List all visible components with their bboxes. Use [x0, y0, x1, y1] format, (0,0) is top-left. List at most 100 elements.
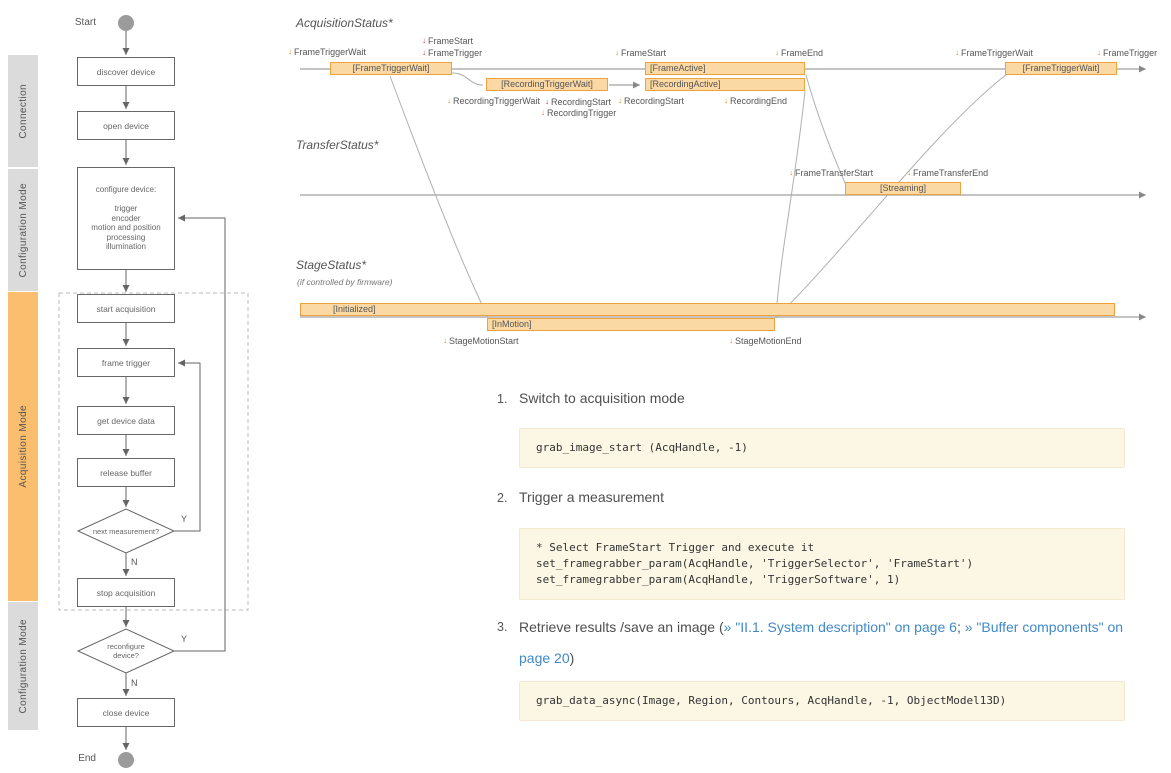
code-block-3: grab_data_async(Image, Region, Contours,…	[519, 681, 1125, 721]
event-label: RecordingEnd	[730, 96, 788, 106]
state-frame-active: [FrameActive]	[645, 62, 805, 75]
flow-node-configure-device: configure device: trigger encoder motion…	[77, 167, 175, 270]
step-text-suffix: )	[569, 650, 575, 666]
event-frame-transfer-end: ↓FrameTransferEnd	[907, 168, 988, 178]
branch-yes-label: Y	[181, 634, 188, 644]
event-label: FrameTransferStart	[795, 168, 874, 178]
flow-node-start-acquisition: start acquisition	[77, 294, 175, 323]
event-frame-start-red: ↓FrameStart	[422, 36, 473, 46]
branch-no-label: N	[131, 678, 138, 688]
step-number: 2.	[497, 491, 508, 505]
event-label: FrameEnd	[781, 48, 824, 58]
flow-node-release-buffer: release buffer	[77, 458, 175, 487]
state-initialized: [Initialized]	[300, 303, 1115, 316]
flow-node-close-device: close device	[77, 698, 175, 727]
event-marker-icon: ↓	[907, 168, 911, 177]
acquisition-status-title: AcquisitionStatus*	[296, 16, 393, 30]
event-recording-trigger-wait: ↓RecordingTriggerWait	[447, 96, 540, 106]
event-frame-trigger-red: ↓FrameTrigger	[422, 48, 482, 58]
step-number: 3.	[497, 620, 508, 634]
event-label: StageMotionStart	[449, 336, 519, 346]
phase-label: Configuration Mode	[17, 182, 29, 278]
state-frame-trigger-wait-2: [FrameTriggerWait]	[1005, 62, 1117, 75]
code-line: grab_image_start (AcqHandle, -1)	[536, 441, 748, 454]
flow-node-frame-trigger: frame trigger	[77, 348, 175, 377]
code-line: set_framegrabber_param(AcqHandle, 'Trigg…	[536, 557, 974, 570]
event-frame-start: ↓FrameStart	[615, 48, 666, 58]
step-1: 1. Switch to acquisition mode	[497, 390, 685, 406]
event-marker-icon: ↓	[775, 48, 779, 57]
event-label: FrameTriggerWait	[961, 48, 1033, 58]
flow-node-get-device-data: get device data	[77, 406, 175, 435]
event-label: RecordingTrigger	[547, 108, 617, 118]
phase-label: Connection	[17, 83, 29, 139]
start-label: Start	[74, 17, 96, 28]
event-marker-icon: ↓	[545, 97, 549, 106]
code-block-1: grab_image_start (AcqHandle, -1)	[519, 428, 1125, 468]
event-label: FrameStart	[621, 48, 667, 58]
phase-bar-connection: Connection	[8, 55, 38, 167]
step-text: Switch to acquisition mode	[519, 390, 685, 406]
acquisition-dashed-region	[58, 292, 249, 611]
event-marker-icon: ↓	[724, 96, 728, 105]
flow-node-label: release buffer	[100, 467, 152, 478]
configure-item: processing	[106, 232, 146, 242]
state-frame-trigger-wait-1: [FrameTriggerWait]	[330, 62, 452, 75]
event-label: FrameTriggerWait	[294, 47, 366, 57]
phase-label: Configuration Mode	[17, 618, 29, 714]
event-label: FrameTransferEnd	[913, 168, 989, 178]
event-recording-end: ↓RecordingEnd	[724, 96, 787, 106]
step-text: Retrieve results /save an image (» "II.1…	[519, 612, 1145, 674]
event-recording-start: ↓RecordingStart	[618, 96, 684, 106]
link-buffer-components[interactable]: » "Buffer components" on page 20	[519, 619, 1124, 666]
event-marker-icon: ↓	[422, 36, 426, 45]
stage-status-subtitle: (if controlled by firmware)	[297, 277, 393, 287]
phase-bar-acquisition-mode: Acquisition Mode	[8, 292, 38, 601]
timing-timelines	[300, 65, 1146, 321]
code-line: * Select FrameStart Trigger and execute …	[536, 541, 815, 554]
flow-node-label: discover device	[96, 66, 156, 77]
state-in-motion: [InMotion]	[487, 318, 775, 331]
event-label: StageMotionEnd	[735, 336, 802, 346]
configure-item: trigger	[114, 204, 138, 214]
event-marker-icon: ↓	[288, 47, 292, 56]
phase-bar-configuration-mode-2: Configuration Mode	[8, 602, 38, 730]
event-frame-trigger-2: ↓FrameTrigger	[1097, 48, 1157, 58]
event-marker-icon: ↓	[443, 336, 447, 345]
flow-node-label: get device data	[97, 415, 155, 426]
event-stage-motion-end: ↓StageMotionEnd	[729, 336, 802, 346]
flow-node-label: frame trigger	[101, 357, 151, 368]
phase-label: Acquisition Mode	[17, 405, 29, 488]
end-label: End	[78, 753, 96, 764]
code-line: set_framegrabber_param(AcqHandle, 'Trigg…	[536, 573, 901, 586]
event-label: RecordingStart	[551, 97, 612, 107]
stage-status-title: StageStatus*	[296, 258, 367, 272]
phase-bar-configuration-mode: Configuration Mode	[8, 169, 38, 291]
step-number: 1.	[497, 392, 508, 406]
configure-device-title: configure device:	[95, 185, 157, 195]
event-recording-start-red: ↓RecordingStart	[545, 97, 611, 107]
start-node-circle	[118, 15, 134, 31]
decision-reconfigure-device: reconfigure device?	[107, 642, 145, 660]
event-marker-icon: ↓	[422, 48, 426, 57]
link-system-description[interactable]: » "II.1. System description" on page 6	[723, 619, 957, 635]
event-marker-icon: ↓	[729, 336, 733, 345]
configure-device-content: configure device: trigger encoder motion…	[91, 185, 160, 252]
step-text-prefix: Retrieve results /save an image (	[519, 619, 724, 635]
event-marker-icon: ↓	[615, 48, 619, 57]
event-label: RecordingTriggerWait	[453, 96, 540, 106]
step-3: 3. Retrieve results /save an image (» "I…	[497, 612, 1145, 674]
event-frame-end: ↓FrameEnd	[775, 48, 823, 58]
code-line: grab_data_async(Image, Region, Contours,…	[536, 694, 1007, 707]
event-frame-trigger-wait: ↓FrameTriggerWait	[288, 47, 366, 57]
end-node-circle	[118, 752, 134, 768]
branch-no-label: N	[131, 557, 138, 567]
event-marker-icon: ↓	[618, 96, 622, 105]
flow-node-label: open device	[103, 120, 149, 131]
event-frame-trigger-wait-2: ↓FrameTriggerWait	[955, 48, 1033, 58]
flow-node-stop-acquisition: stop acquisition	[77, 578, 175, 607]
step-text-separator: ;	[956, 619, 965, 635]
configure-item: encoder	[111, 213, 141, 223]
configure-item: illumination	[105, 242, 146, 252]
